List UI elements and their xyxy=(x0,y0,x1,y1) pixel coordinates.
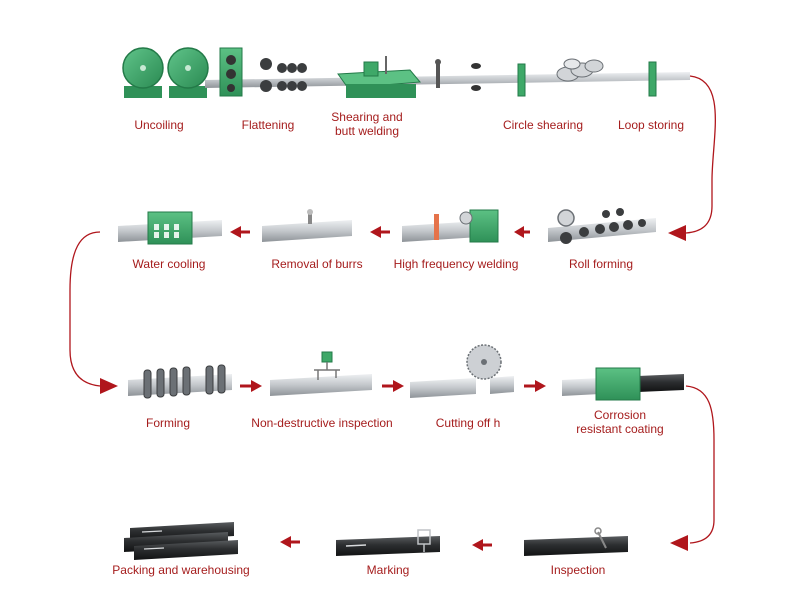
flow-arrow-inspection-to-marking xyxy=(472,539,492,551)
flattening-machine xyxy=(219,47,307,97)
flow-arrow-cutting-to-coating xyxy=(524,380,546,392)
flow-arrow-roll-to-hf xyxy=(514,226,530,238)
label-removal-of-burrs: Removal of burrs xyxy=(271,257,363,271)
deburring-station xyxy=(262,209,352,242)
label-high-frequency-welding: High frequency welding xyxy=(393,257,519,271)
label-non-destructive-inspection: Non-destructive inspection xyxy=(251,416,393,430)
roll-forming-machine xyxy=(548,208,656,244)
flow-arrow-burrs-to-cooling xyxy=(230,226,250,238)
label-shearing-butt-welding: Shearing and butt welding xyxy=(331,110,403,138)
label-flattening: Flattening xyxy=(241,118,295,132)
label-uncoiling: Uncoiling xyxy=(134,118,184,132)
label-circle-shearing: Circle shearing xyxy=(502,118,584,132)
loop-storing-stand xyxy=(648,61,657,97)
label-loop-storing: Loop storing xyxy=(617,118,685,132)
label-packing-and-warehousing: Packing and warehousing xyxy=(112,563,250,577)
flow-connector-row1-row2 xyxy=(668,75,716,241)
uncoiling-machine xyxy=(122,47,209,98)
label-inspection: Inspection xyxy=(550,563,606,577)
label-marking: Marking xyxy=(366,563,410,577)
ndt-station xyxy=(270,351,372,396)
label-roll-forming: Roll forming xyxy=(568,257,634,271)
circle-shearing-machine xyxy=(517,58,604,97)
flow-arrow-marking-to-packing xyxy=(280,536,300,548)
sizing-forming-rolls xyxy=(128,364,232,399)
flow-connector-row2-row3 xyxy=(69,231,118,394)
label-water-cooling: Water cooling xyxy=(132,257,206,271)
guide-rollers-row1 xyxy=(435,59,481,91)
inspection-station xyxy=(524,527,628,556)
label-forming: Forming xyxy=(145,416,191,430)
shearing-welding-machine xyxy=(337,56,421,98)
marking-station xyxy=(336,529,440,556)
label-corrosion-resistant-coating: Corrosion resistant coating xyxy=(576,408,664,436)
flow-arrow-ndt-to-cutting xyxy=(382,380,404,392)
water-cooling-unit xyxy=(118,211,222,245)
flow-arrow-hf-to-burrs xyxy=(370,226,390,238)
flow-connector-row3-row4 xyxy=(670,385,715,551)
hf-welding-machine xyxy=(402,209,499,243)
flow-arrow-forming-to-ndt xyxy=(240,380,262,392)
pipe-bundle xyxy=(124,522,238,560)
coating-unit xyxy=(562,367,684,401)
label-cutting-off: Cutting off h xyxy=(435,416,501,430)
flying-saw-cutter xyxy=(410,344,514,398)
